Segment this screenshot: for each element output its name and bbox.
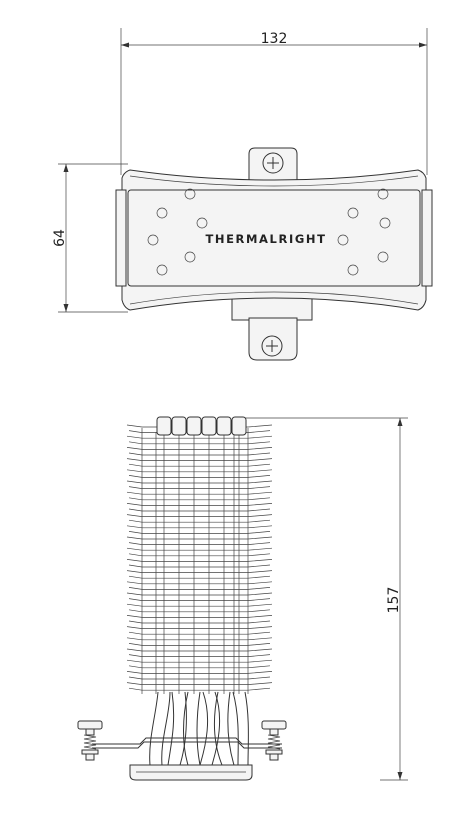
fin [126, 435, 273, 439]
fin [128, 542, 271, 545]
fin [126, 525, 273, 529]
fin [128, 497, 271, 501]
bottom-mounting-bracket [231, 297, 313, 361]
fin [126, 615, 273, 618]
fin [128, 620, 271, 624]
fin [126, 447, 273, 450]
fin [128, 654, 271, 657]
fin [126, 514, 273, 517]
fin [126, 536, 273, 540]
fin [128, 531, 271, 534]
top-mounting-bracket [248, 147, 298, 181]
fin [128, 631, 271, 635]
dimension-total-height: 157 [240, 417, 408, 781]
fin [126, 637, 273, 641]
fin [126, 603, 273, 607]
fin [128, 665, 271, 669]
right-spring-screw [261, 720, 287, 761]
dimension-height-label: 64 [52, 229, 68, 247]
fin [128, 575, 271, 579]
fin [128, 609, 271, 613]
mounting-bar [92, 737, 282, 749]
fin [126, 659, 273, 663]
fin [128, 486, 271, 489]
fin [128, 676, 271, 680]
left-spring-screw [77, 720, 103, 761]
fin [128, 587, 271, 590]
fin [128, 475, 271, 478]
thermalright-logo: THERMALRIGHT [205, 232, 326, 246]
dimension-width-label: 132 [261, 31, 288, 47]
top-view: 132 64 [52, 28, 433, 361]
fin [128, 441, 271, 445]
fin [126, 559, 273, 562]
fin [128, 463, 271, 467]
fin [128, 598, 271, 601]
heatsink-top-body [115, 169, 433, 311]
fin [128, 452, 271, 456]
fin-stack [126, 424, 273, 694]
fin [126, 671, 273, 674]
fin [128, 643, 271, 646]
heatpipe-tops [156, 416, 247, 436]
dimension-total-height-label: 157 [386, 587, 402, 614]
fin [126, 547, 273, 551]
base-plate [129, 764, 253, 781]
fin [126, 469, 273, 473]
fin [126, 581, 273, 585]
fin [126, 491, 273, 495]
fin [126, 626, 273, 629]
fin [126, 570, 273, 573]
fin [126, 682, 273, 685]
fin [128, 519, 271, 523]
heatpipes-lower [149, 691, 249, 766]
fin [128, 564, 271, 568]
fin [128, 508, 271, 512]
fin [128, 687, 271, 691]
fin [126, 480, 273, 484]
fin [126, 648, 273, 652]
side-view: 157 [77, 416, 408, 781]
heatpipe-caps [147, 188, 391, 276]
fin [126, 458, 273, 461]
fin [128, 553, 271, 557]
fin [126, 503, 273, 506]
dimension-width: 132 [120, 28, 428, 175]
fin [126, 592, 273, 596]
dimension-height: 64 [52, 163, 128, 313]
